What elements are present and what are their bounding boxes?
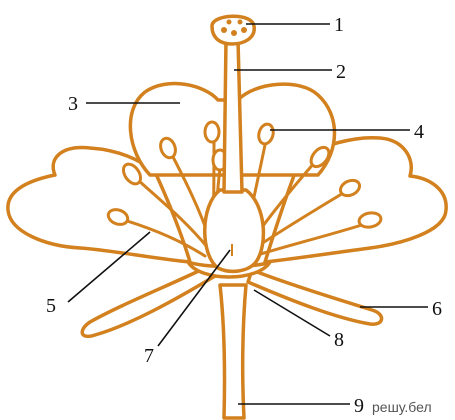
label-3: 3 <box>68 93 78 115</box>
sepal-left <box>82 268 215 336</box>
label-9: 9 <box>354 395 364 417</box>
style <box>224 40 242 192</box>
pedicel <box>220 285 246 418</box>
ovary <box>205 190 264 271</box>
watermark: решу.бел <box>372 399 432 415</box>
stigma <box>212 16 254 44</box>
label-4: 4 <box>414 121 424 143</box>
sepal-right <box>248 270 382 324</box>
label-1: 1 <box>334 14 344 36</box>
label-5: 5 <box>46 295 56 317</box>
label-2: 2 <box>336 61 346 83</box>
label-7: 7 <box>144 345 154 367</box>
label-8: 8 <box>334 329 344 351</box>
anther <box>205 122 219 142</box>
label-6: 6 <box>432 298 442 320</box>
